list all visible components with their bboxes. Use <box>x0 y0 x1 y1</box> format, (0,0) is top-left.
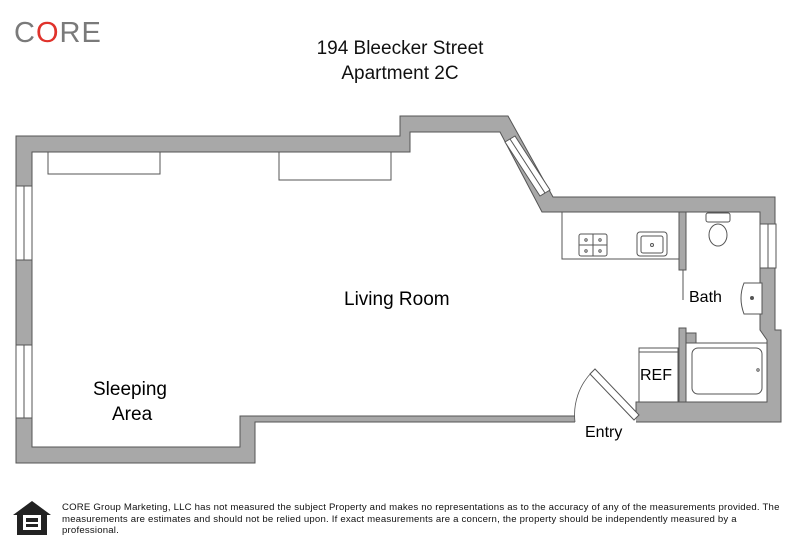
toilet-tank-icon <box>705 212 731 223</box>
floor-plan <box>15 115 782 464</box>
bathtub-icon <box>685 342 768 403</box>
room-label-bath: Bath <box>689 289 722 306</box>
room-label-ref: REF <box>640 367 672 384</box>
core-logo: CORE <box>14 17 102 50</box>
partition-wall <box>678 211 687 271</box>
equal-housing-icon <box>13 501 51 535</box>
room-label-sleeping-1: Sleeping <box>93 379 167 400</box>
window-sill <box>278 151 392 181</box>
disclaimer: CORE Group Marketing, LLC has not measur… <box>62 502 780 536</box>
toilet-icon <box>708 223 728 247</box>
address: 194 Bleecker Street <box>316 38 484 59</box>
entry-door <box>589 368 640 421</box>
room-label-sleeping-2: Area <box>112 404 153 425</box>
logo-letter: RE <box>59 17 102 49</box>
partition-wall <box>685 332 697 344</box>
logo-letter: C <box>14 17 36 49</box>
room-label-living: Living Room <box>344 289 450 310</box>
entry-opening <box>575 414 636 424</box>
partition-wall <box>678 327 687 403</box>
unit: Apartment 2C <box>341 63 459 84</box>
walls <box>15 115 782 464</box>
door-swing-icon <box>574 371 593 423</box>
refrigerator-icon <box>638 347 679 403</box>
logo-letter: O <box>35 17 60 49</box>
room-label-entry: Entry <box>585 424 623 441</box>
window-sill <box>47 151 161 175</box>
